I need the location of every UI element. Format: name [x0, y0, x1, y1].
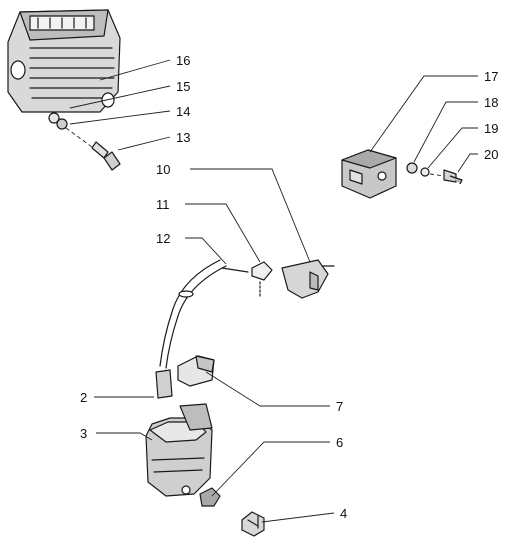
bolt-13 [91, 141, 121, 171]
callout-6: 6 [336, 435, 343, 450]
regulator-assembly [7, 9, 121, 171]
callout-18: 18 [484, 95, 498, 110]
leader-lines [69, 59, 478, 523]
callout-labels: 16 15 14 13 17 18 19 20 10 11 12 2 3 7 6… [80, 53, 498, 521]
washer-14 [56, 118, 68, 130]
relay-assembly [341, 149, 463, 199]
callout-20: 20 [484, 147, 498, 162]
callout-19: 19 [484, 121, 498, 136]
callout-17: 17 [484, 69, 498, 84]
spark-plug-cap-assembly [159, 259, 335, 369]
washer-18 [406, 162, 418, 174]
nut-4 [241, 511, 265, 537]
callout-14: 14 [176, 104, 190, 119]
ignition-coil-assembly [145, 355, 265, 537]
callout-4: 4 [340, 506, 347, 521]
callout-13: 13 [176, 130, 190, 145]
callout-3: 3 [80, 426, 87, 441]
callout-16: 16 [176, 53, 190, 68]
callout-10: 10 [156, 162, 170, 177]
callout-7: 7 [336, 399, 343, 414]
callout-2: 2 [80, 390, 87, 405]
callout-15: 15 [176, 79, 190, 94]
spring-11 [251, 261, 273, 281]
boot-2 [155, 369, 173, 399]
washer-15 [48, 112, 60, 124]
screw-20 [443, 169, 463, 185]
callout-12: 12 [156, 231, 170, 246]
washer-19 [420, 167, 430, 177]
callout-11: 11 [156, 197, 170, 212]
